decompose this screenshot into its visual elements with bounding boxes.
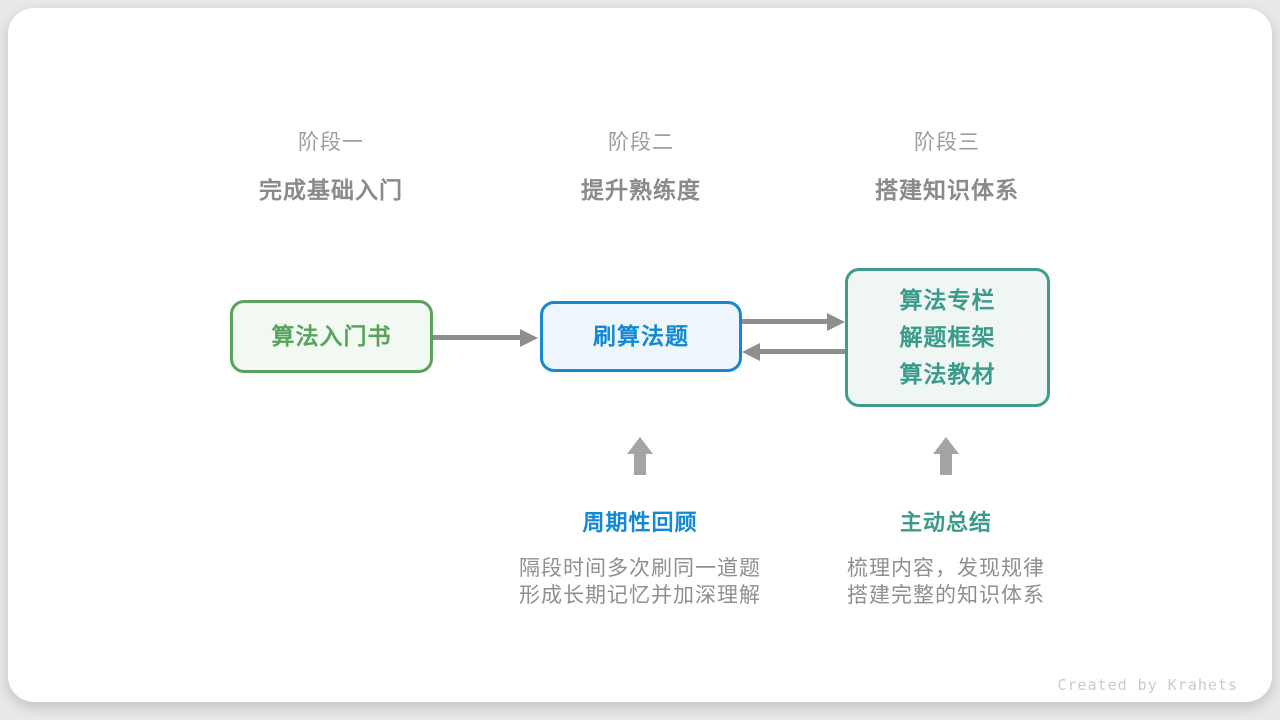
annotation-active-summary: 主动总结 梳理内容，发现规律 搭建完整的知识体系: [786, 510, 1106, 609]
stage-3-subtitle: 搭建知识体系: [875, 177, 1019, 203]
stage-3-label: 阶段三: [914, 131, 980, 154]
node-knowledge-line-2: 解题框架: [899, 324, 996, 350]
arrow-node1-to-node2: [433, 335, 520, 340]
credit-text: Created by Krahets: [1057, 676, 1238, 694]
up-arrow-head: [627, 437, 653, 454]
up-arrow-head: [933, 437, 959, 454]
up-arrow-summarize-icon: [933, 437, 959, 475]
up-arrow-review-icon: [627, 437, 653, 475]
stage-header-1: 阶段一 完成基础入门: [221, 130, 441, 204]
up-arrow-stem: [634, 454, 646, 475]
annotation-periodic-review-title: 周期性回顾: [582, 510, 698, 535]
desc-line: 形成长期记忆并加深理解: [519, 584, 761, 607]
desc-line: 梳理内容，发现规律: [847, 557, 1045, 580]
node-knowledge-sources: 算法专栏 解题框架 算法教材: [845, 268, 1050, 407]
node-intro-book-label: 算法入门书: [271, 323, 392, 349]
arrow-node3-to-node2: [760, 349, 845, 354]
annotation-periodic-review-desc: 隔段时间多次刷同一道题 形成长期记忆并加深理解: [480, 555, 800, 609]
annotation-periodic-review: 周期性回顾 隔段时间多次刷同一道题 形成长期记忆并加深理解: [480, 510, 800, 609]
annotation-active-summary-title: 主动总结: [899, 510, 992, 535]
desc-line: 隔段时间多次刷同一道题: [519, 557, 761, 580]
arrow-node2-to-node3: [742, 319, 827, 324]
stage-2-label: 阶段二: [608, 131, 674, 154]
stage-1-label: 阶段一: [298, 131, 364, 154]
stage-1-subtitle: 完成基础入门: [259, 177, 403, 203]
stage-2-subtitle: 提升熟练度: [581, 177, 701, 203]
stage-header-3: 阶段三 搭建知识体系: [837, 130, 1057, 204]
desc-line: 搭建完整的知识体系: [847, 584, 1045, 607]
stage-header-2: 阶段二 提升熟练度: [531, 130, 751, 204]
annotation-active-summary-desc: 梳理内容，发现规律 搭建完整的知识体系: [786, 555, 1106, 609]
up-arrow-stem: [940, 454, 952, 475]
node-practice-problems-label: 刷算法题: [593, 323, 689, 349]
node-knowledge-line-3: 算法教材: [899, 361, 996, 387]
node-intro-book: 算法入门书: [230, 300, 433, 373]
node-practice-problems: 刷算法题: [540, 301, 742, 372]
node-knowledge-line-1: 算法专栏: [899, 287, 996, 313]
